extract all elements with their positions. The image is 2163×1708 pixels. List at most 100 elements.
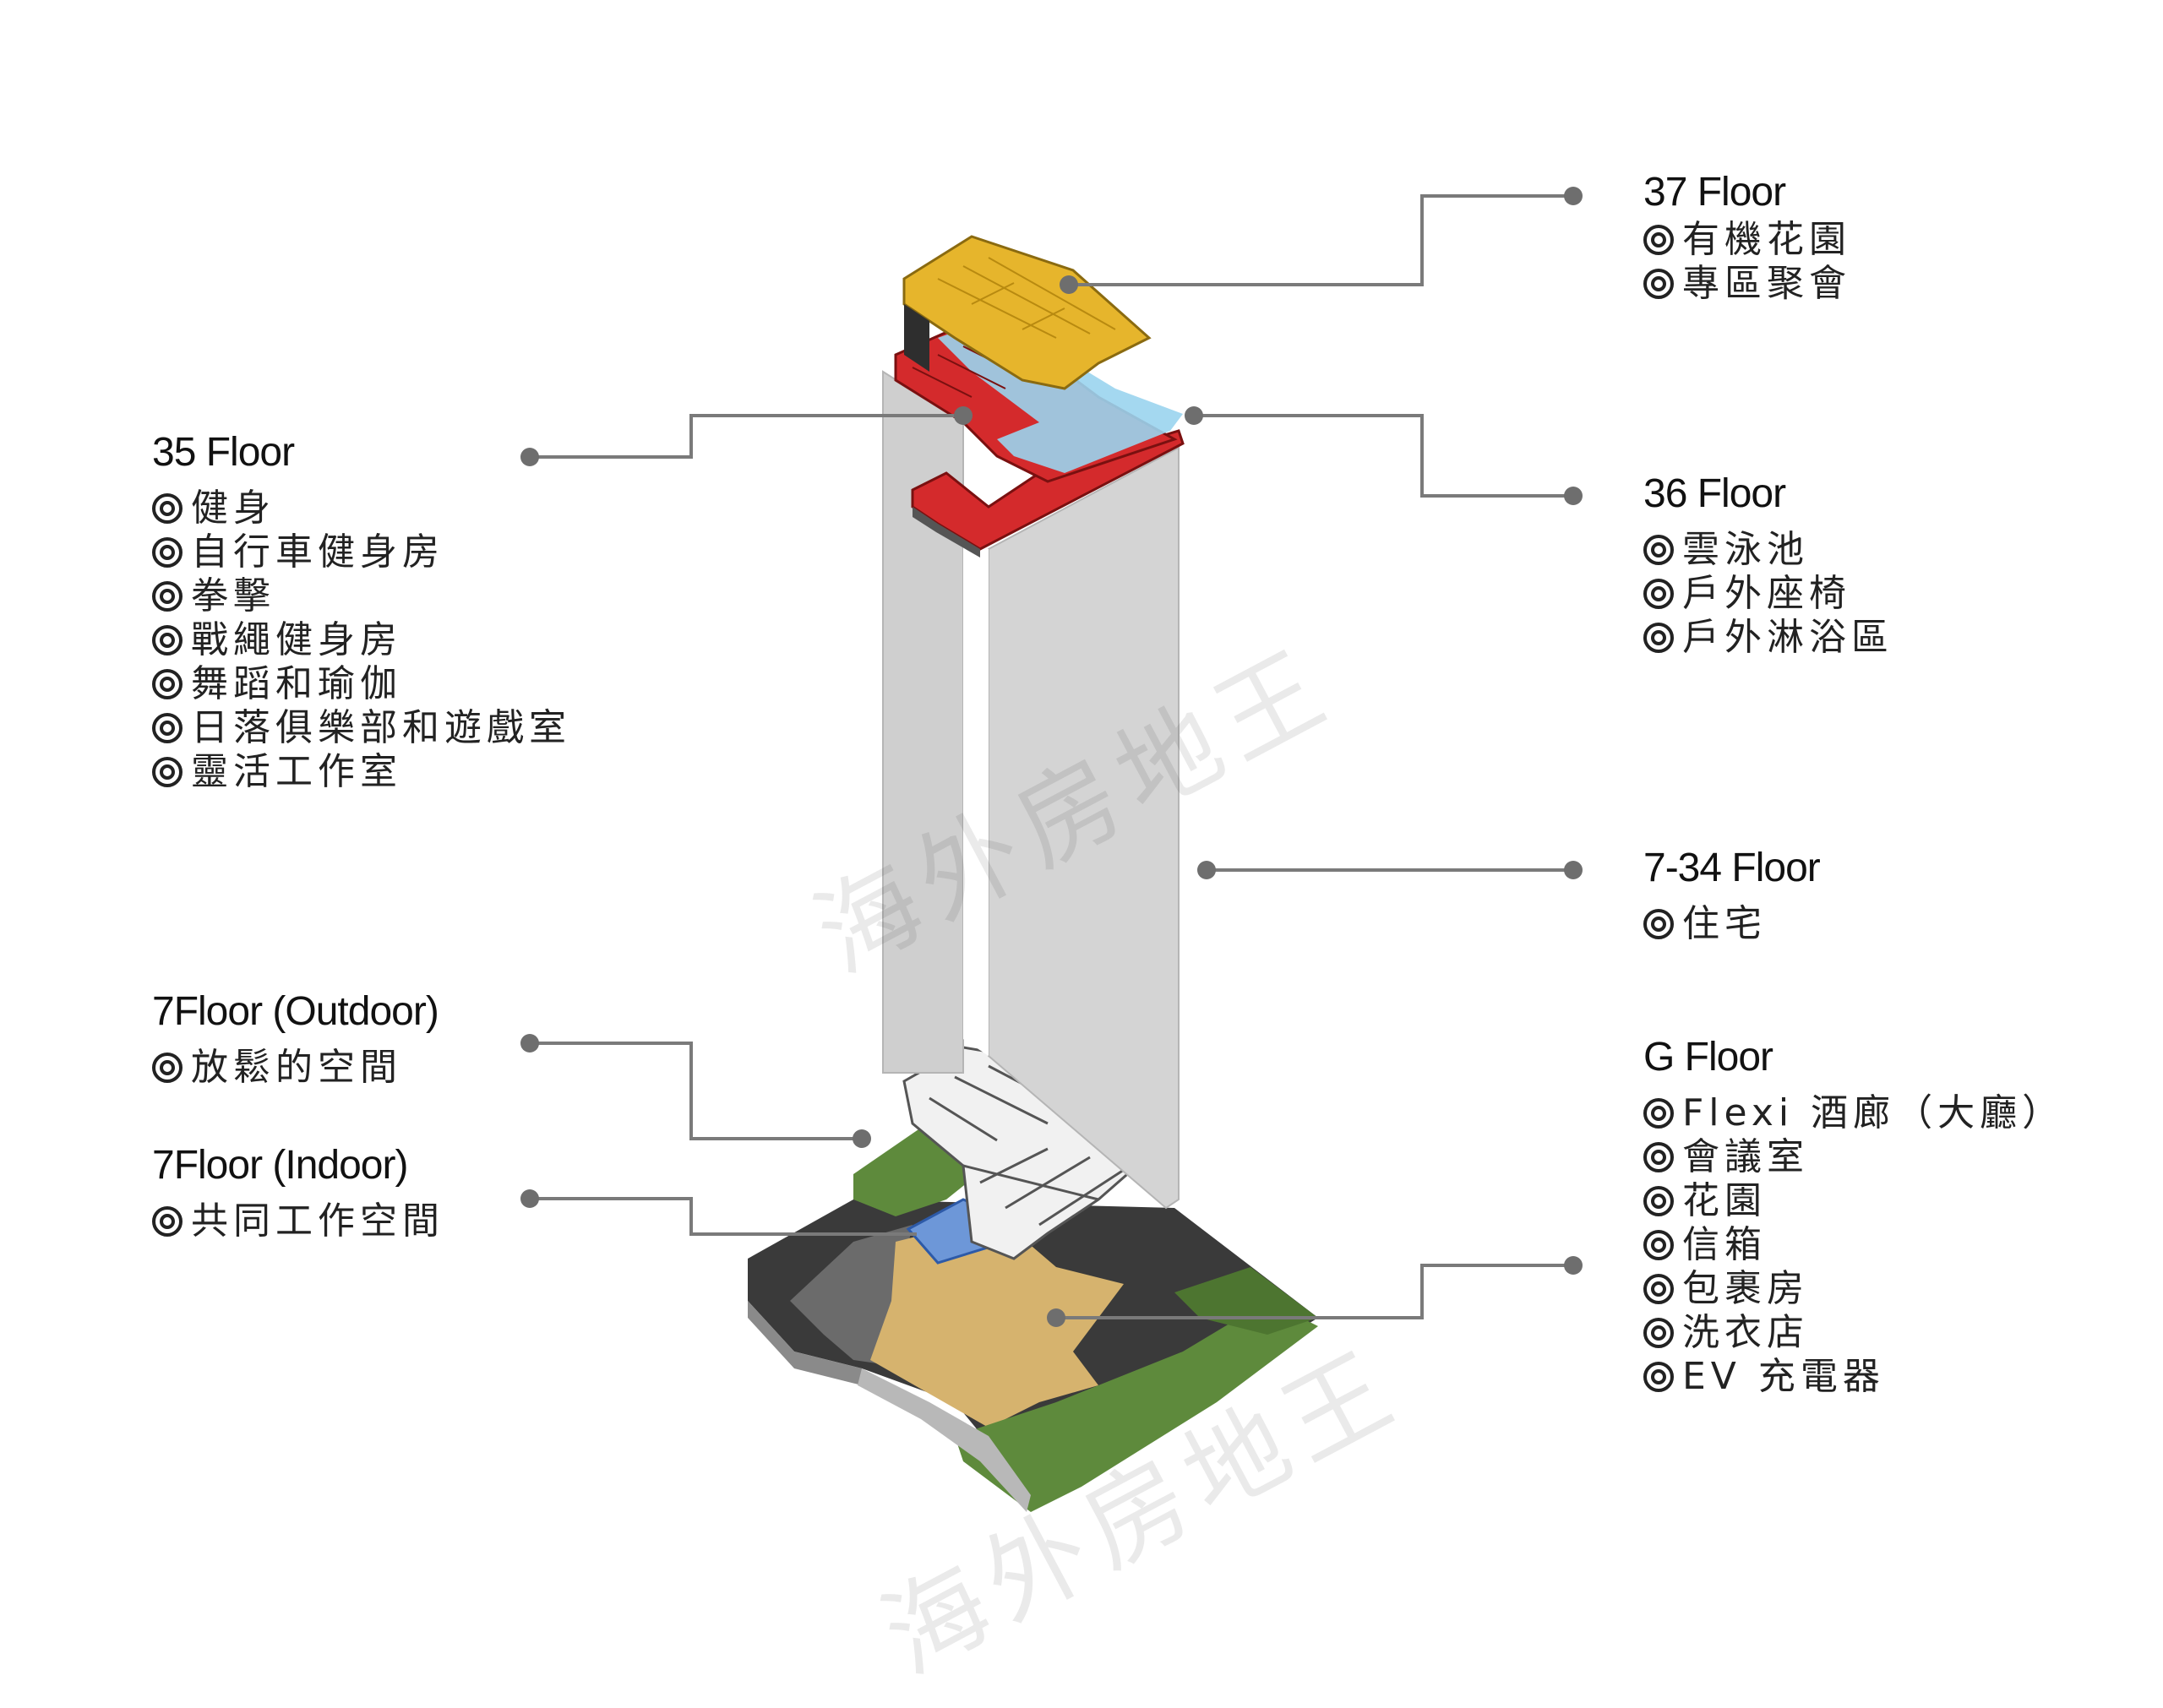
lobby-area: [870, 1216, 1124, 1428]
double-circle-bullet-icon: [152, 493, 183, 524]
floor-35-item: 舞蹈和瑜伽: [152, 662, 571, 706]
leader-dot-g-b: [1564, 1256, 1583, 1275]
leader-dot-734-b: [1564, 861, 1583, 879]
floor-7-34-item: 住宅: [1643, 902, 1820, 946]
leader-line-7out: [530, 1042, 862, 1140]
floor-36-items: 雲泳池 戶外座椅 戶外淋浴區: [1643, 528, 1893, 660]
ground-floor-item: 信箱: [1643, 1223, 2064, 1267]
double-circle-bullet-icon: [1643, 1098, 1674, 1129]
floor-35-item: 健身: [152, 487, 571, 530]
double-circle-bullet-icon: [152, 1206, 183, 1237]
floor-35-title: 35 Floor: [152, 430, 295, 475]
floor-36-item: 戶外淋浴區: [1643, 616, 1893, 660]
ground-floor-item: 花園: [1643, 1179, 2064, 1223]
double-circle-bullet-icon: [1643, 1230, 1674, 1260]
leader-dot-7out-b: [853, 1129, 871, 1148]
leader-dot-37-b: [1564, 187, 1583, 205]
floor-7-outdoor-title: 7Floor (Outdoor): [152, 989, 439, 1034]
floor-35-item: 自行車健身房: [152, 530, 571, 574]
leader-line-35: [530, 414, 963, 459]
double-circle-bullet-icon: [1643, 1274, 1674, 1304]
floor-37-item: 有機花園: [1643, 218, 1851, 262]
leader-dot-36-a: [1185, 406, 1203, 425]
double-circle-bullet-icon: [1643, 1142, 1674, 1172]
floor-7-34-items: 住宅: [1643, 902, 1820, 946]
leader-dot-734-a: [1197, 861, 1216, 879]
leader-lines: [530, 194, 1573, 1319]
floor-37-roof-garden: [902, 235, 1152, 390]
floor-35-label: 35 Floor 健身 自行車健身房 拳擊 戰繩健身房 舞蹈和瑜伽 日落俱樂部和…: [152, 427, 571, 794]
leader-dot-g-a: [1047, 1308, 1065, 1327]
floor-7-outdoor-item: 放鬆的空間: [152, 1046, 439, 1090]
floor-7-outdoor-label: 7Floor (Outdoor) 放鬆的空間: [152, 987, 439, 1090]
double-circle-bullet-icon: [1643, 909, 1674, 939]
floor-35-rim: [913, 507, 980, 558]
double-circle-bullet-icon: [152, 537, 183, 568]
ground-floor-item: 洗衣店: [1643, 1311, 2064, 1355]
double-circle-bullet-icon: [152, 625, 183, 655]
seventh-floor-level: [853, 1046, 1168, 1265]
double-circle-bullet-icon: [152, 581, 183, 612]
double-circle-bullet-icon: [1643, 623, 1674, 653]
double-circle-bullet-icon: [1643, 535, 1674, 565]
ground-floor-item: 會議室: [1643, 1135, 2064, 1179]
leader-dot-36-b: [1564, 487, 1583, 505]
leader-dot-7out-a: [520, 1034, 539, 1053]
ground-floor-podium: [748, 1199, 1318, 1512]
ground-floor-item: EV 充電器: [1643, 1355, 2064, 1399]
floor-35-item: 靈活工作室: [152, 750, 571, 794]
floor-37-garden-beds: [937, 257, 1116, 339]
leader-line-g: [1056, 1264, 1573, 1319]
double-circle-bullet-icon: [152, 713, 183, 743]
double-circle-bullet-icon: [1643, 579, 1674, 609]
floor-35-item: 戰繩健身房: [152, 618, 571, 662]
double-circle-bullet-icon: [1643, 225, 1674, 255]
double-circle-bullet-icon: [1643, 1318, 1674, 1348]
double-circle-bullet-icon: [1643, 1362, 1674, 1392]
double-circle-bullet-icon: [1643, 1186, 1674, 1216]
floor-36-label: 36 Floor 雲泳池 戶外座椅 戶外淋浴區: [1643, 469, 1893, 660]
double-circle-bullet-icon: [152, 1053, 183, 1083]
shaft-center-gap: [963, 541, 989, 1056]
floor-37-title: 37 Floor: [1643, 170, 1786, 215]
podium-base-edge: [748, 1301, 862, 1385]
floor-37-side: [904, 304, 929, 372]
floor-35-item: 日落俱樂部和遊戲室: [152, 706, 571, 750]
floor-7-34-title: 7-34 Floor: [1643, 846, 1821, 890]
leader-line-36: [1194, 414, 1573, 498]
podium-rim: [858, 1368, 1031, 1512]
leader-dot-7in-a: [520, 1189, 539, 1208]
leader-dot-37-a: [1060, 275, 1078, 294]
floor-7-34-label: 7-34 Floor 住宅: [1643, 843, 1821, 946]
ground-floor-items: Flexi 酒廊（大廳） 會議室 花園 信箱 包裹房 洗衣店 EV 充電器: [1643, 1091, 2064, 1399]
ground-floor-label: G Floor Flexi 酒廊（大廳） 會議室 花園 信箱 包裹房 洗衣店 E…: [1643, 1032, 2064, 1399]
double-circle-bullet-icon: [152, 669, 183, 699]
floor-36-title: 36 Floor: [1643, 471, 1786, 516]
seventh-floor-walls: [929, 1064, 1125, 1227]
floor-7-indoor-title: 7Floor (Indoor): [152, 1143, 408, 1188]
floor-7-indoor-items: 共同工作空間: [152, 1199, 444, 1243]
leader-dots: [520, 187, 1583, 1327]
floor-35-items: 健身 自行車健身房 拳擊 戰繩健身房 舞蹈和瑜伽 日落俱樂部和遊戲室 靈活工作室: [152, 487, 571, 794]
floor-37-items: 有機花園 專區聚會: [1643, 218, 1851, 306]
leader-line-7in: [530, 1197, 917, 1236]
leader-dot-35-b: [954, 406, 973, 425]
floor-7-indoor-item: 共同工作空間: [152, 1199, 444, 1243]
ground-floor-title: G Floor: [1643, 1035, 1773, 1080]
floor-37-item: 專區聚會: [1643, 262, 1851, 306]
floor-7-indoor-label: 7Floor (Indoor) 共同工作空間: [152, 1140, 444, 1243]
floor-37-label: 37 Floor 有機花園 專區聚會: [1643, 167, 1851, 306]
floor-35-fitness: [911, 429, 1185, 558]
floor-36-item: 雲泳池: [1643, 528, 1893, 572]
floor-7-outdoor-items: 放鬆的空間: [152, 1046, 439, 1090]
leader-line-37: [1069, 194, 1573, 286]
floor-35-item: 拳擊: [152, 574, 571, 618]
floor-36-item: 戶外座椅: [1643, 572, 1893, 616]
ground-floor-item: Flexi 酒廊（大廳）: [1643, 1091, 2064, 1135]
double-circle-bullet-icon: [152, 757, 183, 787]
ground-floor-item: 包裹房: [1643, 1267, 2064, 1311]
tower-shaft: [882, 370, 1180, 1210]
ground-garden: [955, 1301, 1318, 1512]
